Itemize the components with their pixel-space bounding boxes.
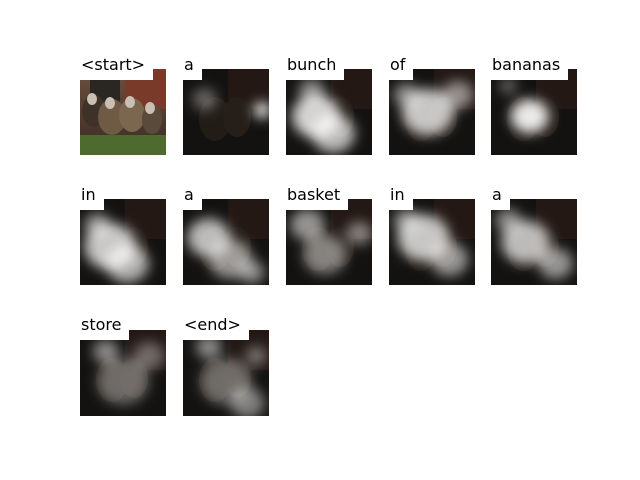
sheep-photo: [80, 69, 166, 155]
caption-word: of: [389, 56, 414, 80]
attention-heatmap: [183, 330, 269, 416]
attention-highlight: [192, 88, 217, 110]
attention-heatmap: [491, 199, 577, 285]
caption-word: in: [389, 186, 413, 210]
attention-highlight: [238, 260, 265, 284]
attention-highlight: [538, 248, 573, 279]
attention-highlight: [97, 358, 149, 405]
sheep-head: [87, 93, 97, 105]
caption-word: in: [80, 186, 104, 210]
caption-word: bananas: [491, 56, 569, 80]
attention-highlight: [92, 339, 119, 364]
caption-word: bunch: [286, 56, 345, 80]
attention-map-tile: [80, 199, 166, 285]
attention-highlight: [133, 341, 165, 370]
attention-heatmap: [183, 69, 269, 155]
attention-map-tile: [389, 69, 475, 155]
caption-word: a: [491, 186, 510, 210]
attention-heatmap: [80, 330, 166, 416]
attention-highlight: [501, 220, 550, 264]
attention-highlight: [290, 209, 325, 241]
sheep-head: [105, 97, 115, 109]
attention-highlight: [499, 78, 517, 94]
attention-highlight: [430, 242, 469, 277]
caption-word: <start>: [80, 56, 154, 80]
caption-word: a: [183, 186, 202, 210]
attention-heatmap: [389, 69, 475, 155]
attention-highlight: [245, 346, 267, 366]
attention-heatmap: [491, 69, 577, 155]
attention-highlight: [442, 80, 474, 109]
attention-highlight: [510, 99, 549, 134]
attention-highlight: [495, 208, 522, 233]
sheep-head: [125, 96, 135, 108]
attention-heatmap: [389, 199, 475, 285]
attention-highlight: [311, 114, 355, 153]
attention-map-tile: [183, 199, 269, 285]
attention-highlight: [303, 235, 347, 275]
attention-highlight: [195, 335, 222, 359]
attention-highlight: [230, 387, 265, 416]
attention-map-tile: [286, 199, 372, 285]
attention-heatmap: [286, 69, 372, 155]
attention-heatmap: [183, 199, 269, 285]
attention-heatmap: [286, 199, 372, 285]
attention-map-tile: [183, 330, 269, 416]
sheep-head: [145, 102, 155, 114]
attention-map-tile: [80, 330, 166, 416]
sheep-body: [119, 98, 145, 132]
source-photo-tile: [80, 69, 166, 155]
attention-map-tile: [491, 69, 577, 155]
attention-heatmap: [80, 199, 166, 285]
attention-highlight: [84, 213, 111, 237]
attention-highlight: [105, 244, 149, 283]
caption-word: a: [183, 56, 202, 80]
attention-highlight: [253, 102, 269, 119]
attention-map-tile: [491, 199, 577, 285]
attention-highlight: [393, 83, 420, 107]
sheep-body: [98, 99, 126, 135]
attention-map-tile: [389, 199, 475, 285]
caption-word: store: [80, 316, 130, 340]
attention-highlight: [298, 78, 325, 103]
caption-word: <end>: [183, 316, 249, 340]
attention-map-tile: [286, 69, 372, 155]
attention-highlight: [346, 221, 372, 246]
attention-map-tile: [183, 69, 269, 155]
caption-word: basket: [286, 186, 349, 210]
attention-highlight: [393, 208, 420, 233]
